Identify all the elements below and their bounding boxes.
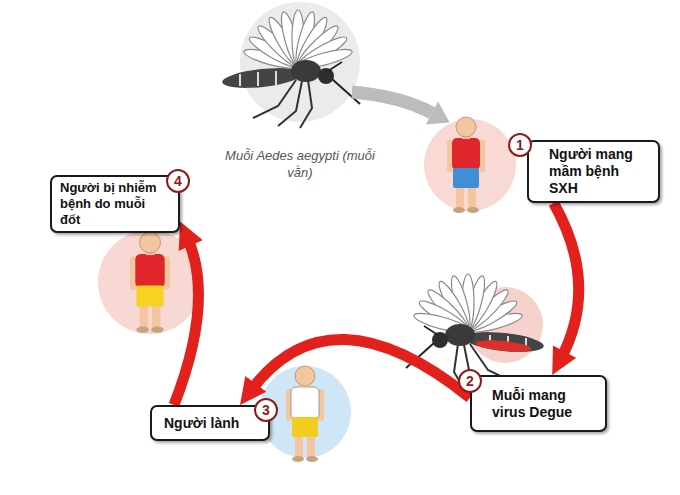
box-text: Người mang mầm bệnh SXH bbox=[549, 146, 650, 197]
shirt bbox=[452, 138, 480, 170]
callout-number: 3 bbox=[254, 398, 278, 422]
leg bbox=[152, 306, 160, 329]
foot bbox=[453, 207, 465, 213]
shorts bbox=[453, 168, 479, 188]
gray-arrow-shaft bbox=[352, 92, 432, 113]
shirt bbox=[291, 387, 319, 419]
leg bbox=[307, 436, 315, 458]
leg bbox=[468, 187, 476, 209]
shorts bbox=[136, 286, 163, 307]
shorts bbox=[292, 417, 318, 437]
box-text: Muỗi mang virus Degue bbox=[492, 387, 597, 421]
box-text: Người bị nhiễm bệnh do muỗi đốt bbox=[60, 180, 160, 228]
leg bbox=[140, 306, 148, 329]
cycle-arrow bbox=[554, 203, 579, 359]
text-box: Người bị nhiễm bệnh do muỗi đốt bbox=[50, 175, 180, 233]
foot bbox=[151, 327, 164, 333]
cycle-arrow bbox=[251, 340, 470, 398]
text-box: Muỗi mang virus Degue bbox=[470, 375, 607, 432]
cycle-arrow bbox=[174, 238, 198, 405]
foot bbox=[306, 456, 318, 462]
foot bbox=[292, 456, 304, 462]
blood-belly bbox=[475, 338, 532, 354]
foot bbox=[467, 207, 479, 213]
callout-number: 4 bbox=[166, 169, 190, 193]
person-healthy bbox=[286, 366, 324, 462]
leg bbox=[456, 187, 464, 209]
callout-number: 2 bbox=[458, 369, 482, 393]
shirt bbox=[135, 254, 164, 288]
species-caption: Muỗi Aedes aegypti (muỗi vằn) bbox=[225, 147, 375, 181]
leg bbox=[295, 436, 303, 458]
gray-arrow-head bbox=[426, 102, 450, 125]
head bbox=[295, 366, 315, 386]
text-box: Người mang mầm bệnh SXH bbox=[527, 140, 660, 203]
callout-number: 1 bbox=[508, 133, 532, 157]
person-carrier bbox=[447, 117, 485, 213]
head bbox=[140, 232, 161, 253]
foot bbox=[136, 327, 149, 333]
text-box: Người lành bbox=[150, 405, 270, 441]
mosquito-aedes bbox=[221, 10, 360, 128]
head bbox=[456, 117, 476, 137]
box-text: Người lành bbox=[164, 415, 252, 432]
person-infected bbox=[130, 232, 170, 333]
